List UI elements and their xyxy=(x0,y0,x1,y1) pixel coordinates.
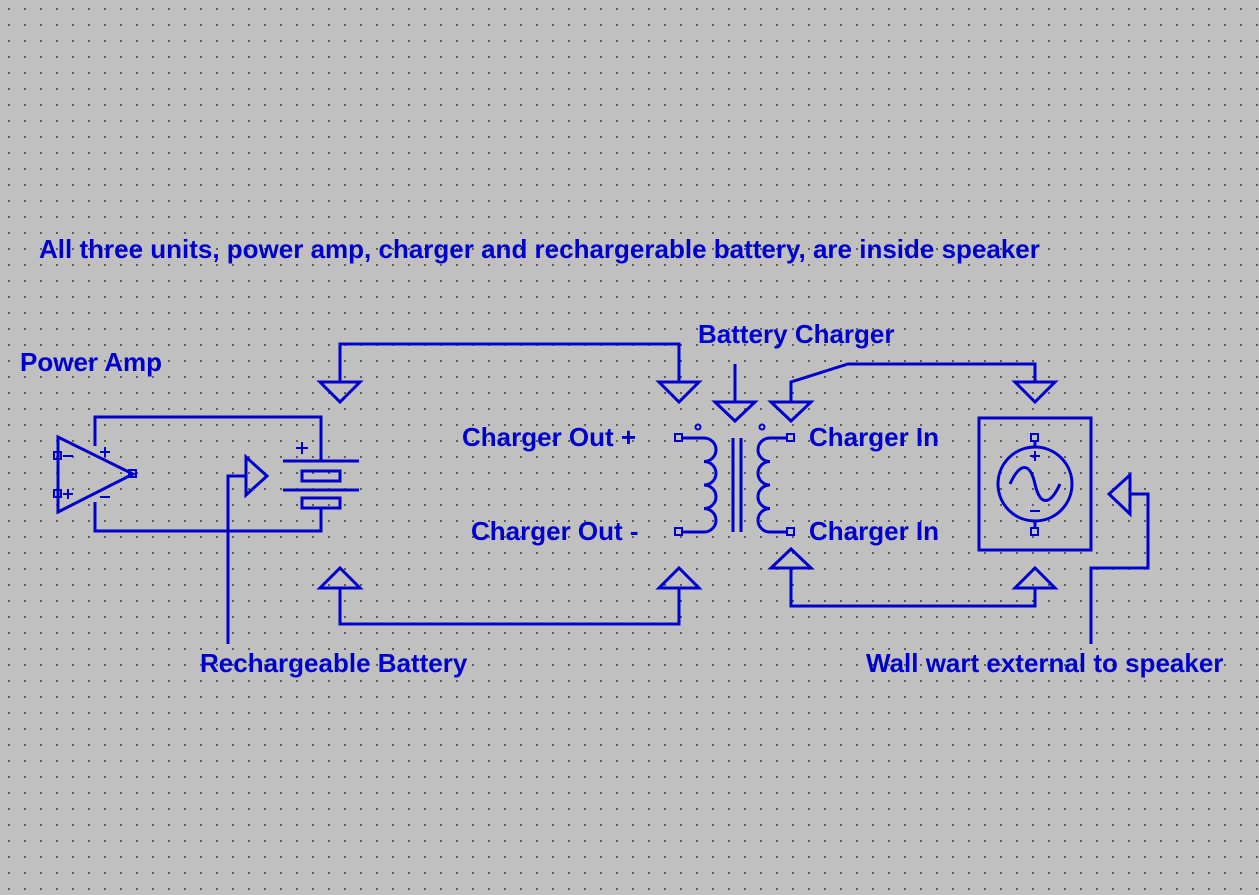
transformer-symbol xyxy=(674,423,795,536)
battery-charger-label: Battery Charger xyxy=(698,319,895,349)
rechargeable-battery-label: Rechargeable Battery xyxy=(200,648,468,678)
wall-wart-label: Wall wart external to speaker xyxy=(866,648,1224,678)
ac-source-symbol xyxy=(977,416,1093,552)
wall-wart-pointer xyxy=(1089,471,1150,644)
charger-in-bottom-label: Charger In xyxy=(809,516,940,546)
charger-in-top-wire xyxy=(767,362,1059,424)
bottom-net-wire xyxy=(316,565,703,626)
power-amp-label: Power Amp xyxy=(20,347,163,377)
battery-symbol xyxy=(283,442,359,510)
op-amp-pins xyxy=(53,447,137,499)
note-text: All three units, power amp, charger and … xyxy=(39,234,1040,264)
charger-out-plus-label: Charger Out + xyxy=(462,422,637,452)
charger-out-minus-label: Charger Out - xyxy=(471,516,639,546)
battery-charger-pointer xyxy=(711,364,759,424)
op-amp-symbol xyxy=(56,415,323,533)
charger-in-bottom-wire xyxy=(767,546,1059,608)
top-net-wire xyxy=(316,342,703,405)
rechargeable-battery-pointer xyxy=(226,453,270,644)
charger-in-top-label: Charger In xyxy=(809,422,940,452)
